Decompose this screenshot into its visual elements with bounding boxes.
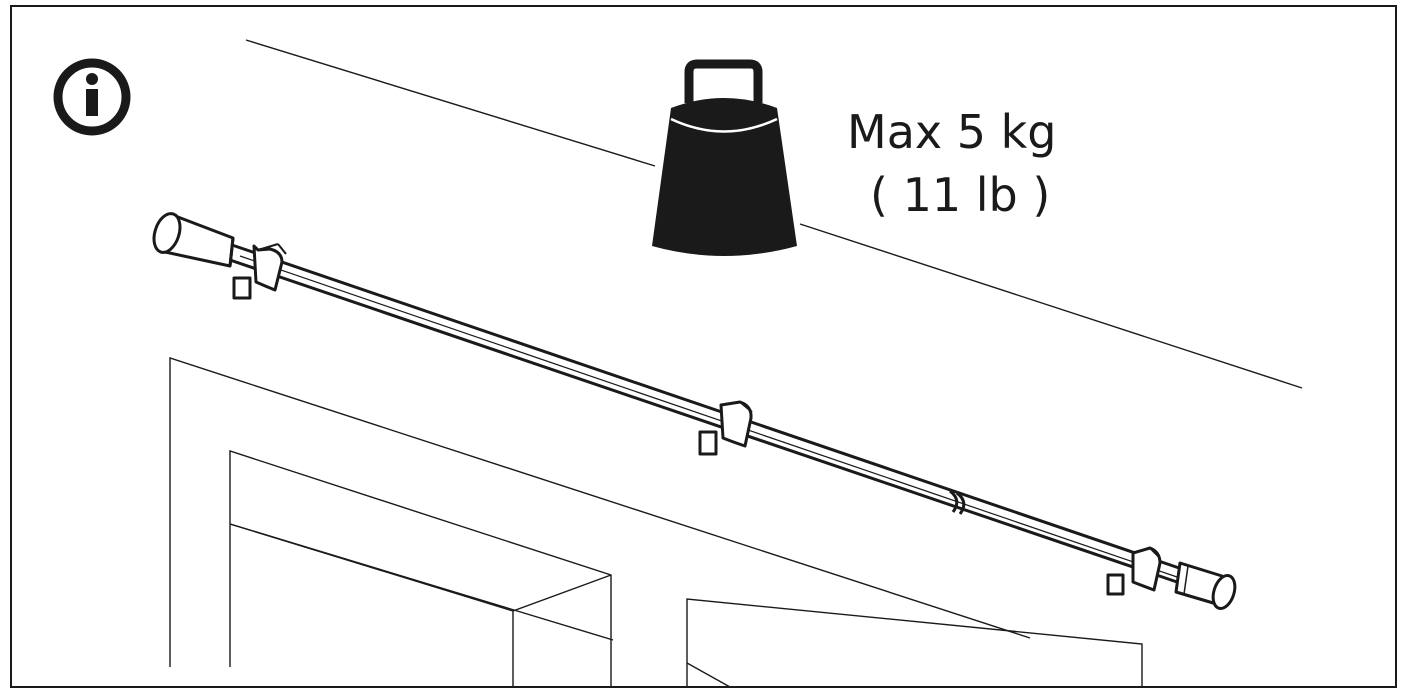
rod-bracket-right (1106, 546, 1162, 596)
left-finial (152, 212, 235, 268)
max-load-imperial-label: ( 11 lb ) (870, 168, 1051, 222)
curtain-rod (152, 212, 1237, 610)
right-finial (1174, 561, 1237, 610)
wall-ceiling-line (245, 39, 1303, 389)
max-load-label: Max 5 kg (847, 105, 1057, 159)
rod-bracket-left (232, 243, 287, 300)
window-frame (169, 357, 1143, 688)
info-icon (53, 58, 131, 136)
weight-icon (652, 59, 797, 256)
illustration-border (10, 5, 1397, 688)
rod-bracket-middle (698, 400, 753, 456)
